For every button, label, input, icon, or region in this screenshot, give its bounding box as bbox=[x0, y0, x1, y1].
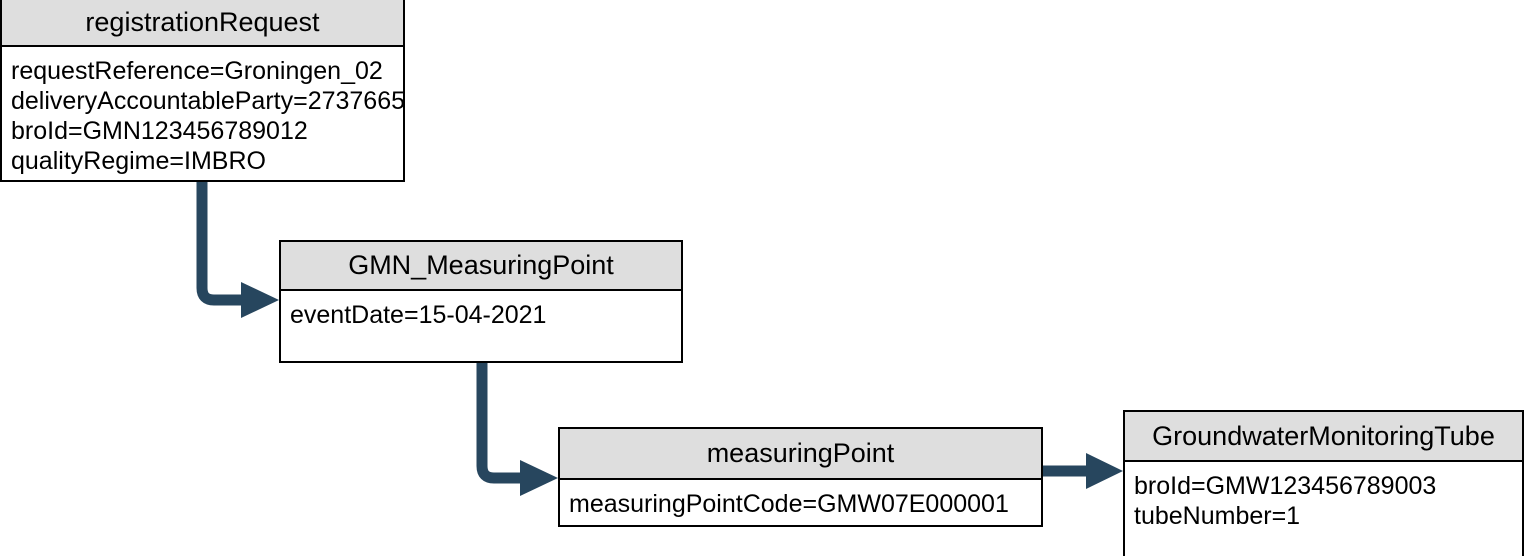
connector-line-2 bbox=[476, 362, 523, 484]
uml-attribute: deliveryAccountableParty=27376655 bbox=[11, 87, 403, 115]
uml-attribute: eventDate=15-04-2021 bbox=[290, 301, 547, 329]
uml-box-measuring-point: measuringPoint measuringPointCode=GMW07E… bbox=[558, 427, 1043, 527]
uml-box-title: GMN_MeasuringPoint bbox=[281, 242, 681, 291]
connector-measuringpoint-to-groundwatertube bbox=[1043, 453, 1123, 489]
arrowhead-2 bbox=[520, 460, 558, 496]
uml-box-title: GroundwaterMonitoringTube bbox=[1125, 412, 1522, 462]
connector-line-1 bbox=[196, 180, 244, 306]
uml-attribute: broId=GMW123456789003 bbox=[1134, 472, 1437, 500]
arrowhead-1 bbox=[241, 282, 279, 318]
uml-attribute: requestReference=Groningen_02 bbox=[11, 57, 383, 85]
connector-gmnmeasuringpoint-to-measuringpoint bbox=[476, 362, 558, 496]
uml-box-attributes: measuringPointCode=GMW07E000001 bbox=[560, 480, 1041, 525]
uml-box-registration-request: registrationRequest requestReference=Gro… bbox=[0, 0, 405, 182]
arrowhead-3 bbox=[1086, 453, 1123, 489]
uml-attribute: tubeNumber=1 bbox=[1134, 502, 1301, 530]
uml-box-attributes: broId=GMW123456789003 tubeNumber=1 bbox=[1125, 462, 1522, 556]
connector-registration-to-measuringpoint bbox=[196, 180, 279, 318]
uml-box-title: registrationRequest bbox=[2, 0, 403, 47]
uml-box-groundwater-monitoring-tube: GroundwaterMonitoringTube broId=GMW12345… bbox=[1123, 410, 1524, 556]
uml-box-attributes: eventDate=15-04-2021 bbox=[281, 291, 681, 361]
uml-box-title: measuringPoint bbox=[560, 429, 1041, 480]
uml-box-attributes: requestReference=Groningen_02 deliveryAc… bbox=[2, 47, 403, 180]
uml-attribute: broId=GMN123456789012 bbox=[11, 117, 308, 145]
uml-box-gmn-measuring-point: GMN_MeasuringPoint eventDate=15-04-2021 bbox=[279, 240, 683, 363]
uml-attribute: qualityRegime=IMBRO bbox=[11, 147, 266, 175]
uml-attribute: measuringPointCode=GMW07E000001 bbox=[569, 490, 1009, 518]
